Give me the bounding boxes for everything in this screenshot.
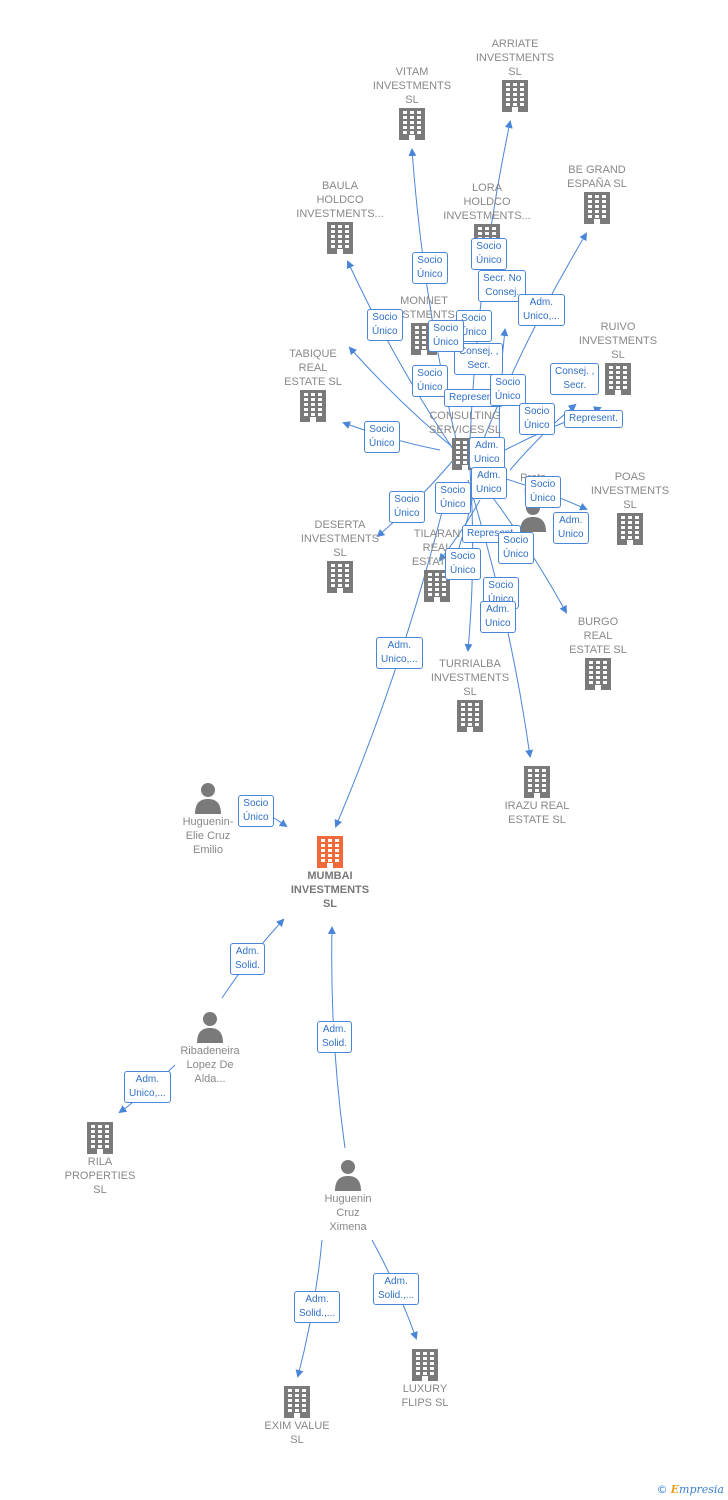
person-node-ribadeneira[interactable]: Ribadeneira Lopez De Alda... [150, 1010, 270, 1086]
relation-badge[interactable]: Socio Único [367, 309, 403, 341]
relation-badge[interactable]: Adm. Unico [471, 467, 507, 499]
node-label: MUMBAI INVESTMENTS SL [290, 870, 370, 910]
person-icon [150, 1010, 270, 1044]
company-node-tabique[interactable]: TABIQUE REAL ESTATE SL [253, 347, 373, 423]
relation-badge[interactable]: Represent. [564, 410, 623, 428]
building-icon [280, 221, 400, 255]
building-icon [365, 1348, 485, 1382]
node-label: Huguenin- Elie Cruz Emilio [182, 816, 234, 856]
relation-badge[interactable]: Adm. Solid. [317, 1021, 353, 1053]
relation-badge[interactable]: Adm. Unico [480, 601, 516, 633]
relation-badge[interactable]: Adm. Unico [553, 512, 589, 544]
node-label: LORA HOLDCO INVESTMENTS... [443, 182, 531, 222]
relation-badge[interactable]: Adm. Unico,... [124, 1071, 171, 1103]
building-icon [537, 191, 657, 225]
node-label: TURRIALBA INVESTMENTS SL [430, 658, 510, 698]
relation-edge [479, 232, 588, 449]
company-node-tilaran[interactable]: TILARAN REAL ESTATE... [377, 527, 497, 603]
copyright-symbol: © [656, 1483, 668, 1496]
building-icon [352, 107, 472, 141]
brand-footer[interactable]: © Empresia [657, 1483, 724, 1496]
relation-edge [408, 148, 459, 449]
relation-badge[interactable]: Socio Único [435, 482, 471, 514]
node-label: IRAZU REAL ESTATE SL [504, 800, 570, 826]
relation-badge[interactable]: Socio Único [471, 238, 507, 270]
building-icon [280, 560, 400, 594]
relation-badge[interactable]: Adm. Solid.,... [294, 1291, 341, 1323]
node-label: BE GRAND ESPAÑA SL [567, 164, 627, 190]
building-icon [477, 765, 597, 799]
building-icon [237, 1385, 357, 1419]
company-node-luxury[interactable]: LUXURY FLIPS SL [365, 1348, 485, 1410]
company-node-arriate[interactable]: ARRIATE INVESTMENTS SL [455, 37, 575, 113]
relation-badge[interactable]: Adm. Unico [469, 437, 505, 469]
relation-badge[interactable]: Socio Único [412, 252, 448, 284]
node-label: DESERTA INVESTMENTS SL [300, 519, 380, 559]
company-node-burgo[interactable]: BURGO REAL ESTATE SL [538, 615, 658, 691]
company-node-mumbai[interactable]: MUMBAI INVESTMENTS SL [270, 835, 390, 911]
relation-badge[interactable]: Adm. Unico,... [376, 637, 423, 669]
building-icon [538, 657, 658, 691]
company-node-turrialba[interactable]: TURRIALBA INVESTMENTS SL [410, 657, 530, 733]
building-icon [455, 79, 575, 113]
relation-badge[interactable]: Socio Único [428, 320, 464, 352]
relation-badge[interactable]: Socio Único [525, 476, 561, 508]
relation-badge[interactable]: Socio Único [364, 421, 400, 453]
person-node-huguenin_ximena[interactable]: Huguenin Cruz Ximena [288, 1158, 408, 1234]
company-node-rila[interactable]: RILA PROPERTIES SL [40, 1121, 160, 1197]
relation-badge[interactable]: Socio Único [490, 374, 526, 406]
relation-badge[interactable]: Adm. Solid. [230, 943, 266, 975]
company-node-irazu[interactable]: IRAZU REAL ESTATE SL [477, 765, 597, 827]
relation-badge[interactable]: Adm. Unico,... [518, 294, 565, 326]
relation-badge[interactable]: Socio Único [445, 548, 481, 580]
node-label: RILA PROPERTIES SL [64, 1156, 136, 1196]
node-label: RUIVO INVESTMENTS SL [578, 321, 658, 361]
building-icon [270, 835, 390, 869]
relation-edge [438, 499, 481, 562]
company-node-poas[interactable]: POAS INVESTMENTS SL [570, 470, 690, 546]
person-node-huguenin_elie[interactable]: Huguenin- Elie Cruz Emilio [148, 781, 268, 857]
node-label: ARRIATE INVESTMENTS SL [475, 38, 555, 78]
relation-badge[interactable]: Consej. , Secr. [550, 363, 600, 395]
node-label: LUXURY FLIPS SL [401, 1383, 449, 1409]
node-label: TABIQUE REAL ESTATE SL [284, 348, 342, 388]
relation-badge[interactable]: Socio Único [389, 491, 425, 523]
company-node-ruivo[interactable]: RUIVO INVESTMENTS SL [558, 320, 678, 396]
building-icon [570, 512, 690, 546]
relation-edge [348, 346, 463, 456]
node-label: EXIM VALUE SL [264, 1420, 330, 1446]
relation-badge[interactable]: Consej. , Secr. [454, 343, 504, 375]
relation-edge [346, 260, 456, 453]
node-label: VITAM INVESTMENTS SL [372, 66, 452, 106]
node-label: Huguenin Cruz Ximena [324, 1193, 372, 1233]
company-node-begrand[interactable]: BE GRAND ESPAÑA SL [537, 163, 657, 225]
building-icon [410, 699, 530, 733]
node-label: BURGO REAL ESTATE SL [569, 616, 627, 656]
person-icon [148, 781, 268, 815]
relation-badge[interactable]: Socio Único [412, 365, 448, 397]
company-node-exim[interactable]: EXIM VALUE SL [237, 1385, 357, 1447]
relation-badge[interactable]: Socio Único [519, 403, 555, 435]
company-node-vitam[interactable]: VITAM INVESTMENTS SL [352, 65, 472, 141]
relation-badge[interactable]: Secr. No Consej. [478, 270, 527, 302]
node-label: BAULA HOLDCO INVESTMENTS... [296, 180, 384, 220]
building-icon [40, 1121, 160, 1155]
node-label: POAS INVESTMENTS SL [590, 471, 670, 511]
relation-badge[interactable]: Adm. Solid.,... [373, 1273, 420, 1305]
brand-logo: Empresia [670, 1483, 724, 1496]
building-icon [405, 437, 525, 471]
company-node-baula[interactable]: BAULA HOLDCO INVESTMENTS... [280, 179, 400, 255]
company-node-consulting[interactable]: CONSULTING SERVICES SL [405, 409, 525, 471]
node-label: Ribadeneira Lopez De Alda... [180, 1045, 240, 1085]
relation-badge[interactable]: Socio Único [238, 795, 274, 827]
relation-badge[interactable]: Socio Único [498, 532, 534, 564]
node-label: CONSULTING SERVICES SL [429, 410, 501, 436]
building-icon [558, 362, 678, 396]
building-icon [253, 389, 373, 423]
person-icon [288, 1158, 408, 1192]
company-node-deserta[interactable]: DESERTA INVESTMENTS SL [280, 518, 400, 594]
